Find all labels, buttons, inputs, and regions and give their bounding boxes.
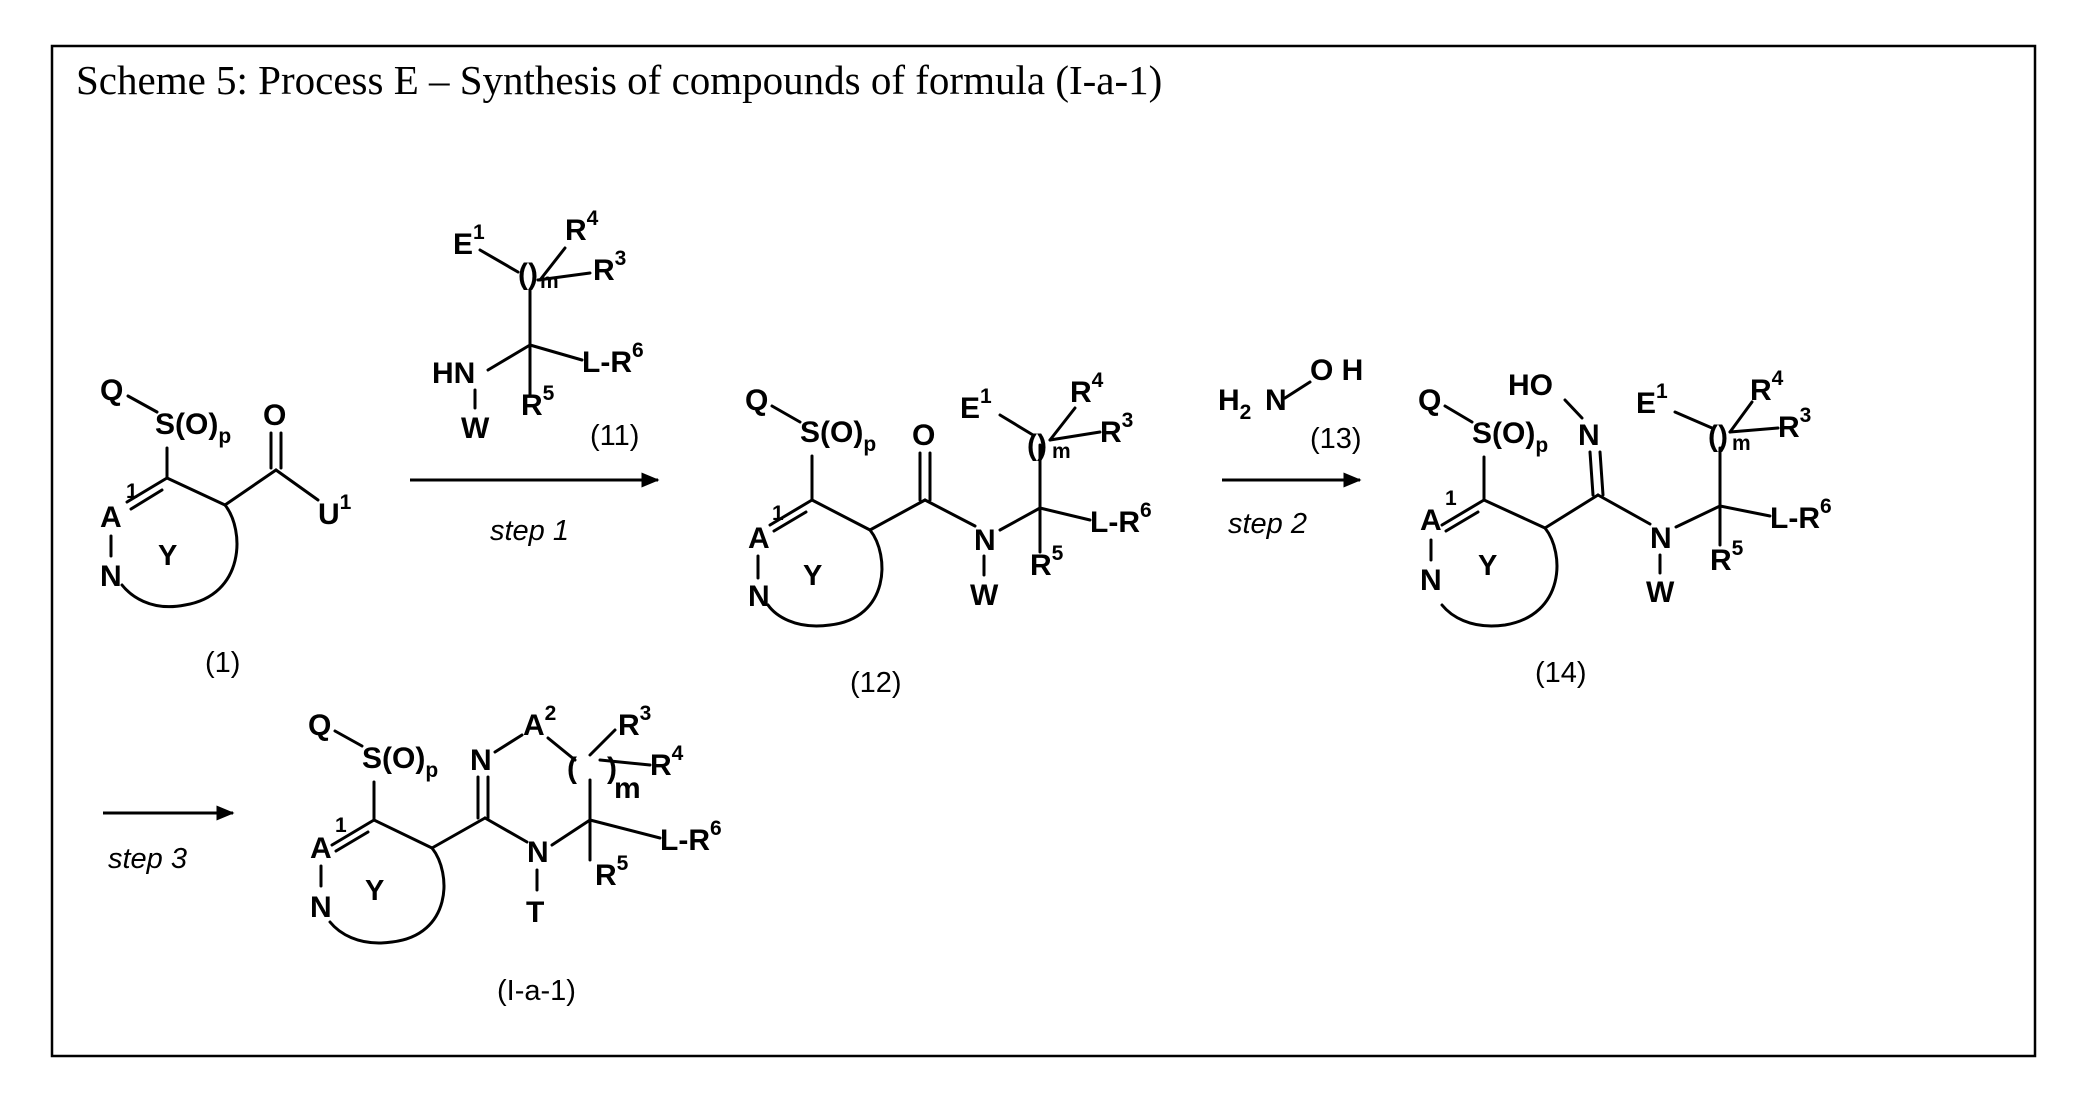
atom-u: U1 [318, 491, 352, 531]
svg-text:1: 1 [126, 480, 138, 503]
svg-text:Q: Q [1418, 384, 1441, 417]
compound-11-structure: E1 R4 R3 ( ) m HN L-R6 R5 W [432, 207, 644, 445]
svg-text:A: A [310, 832, 332, 865]
svg-text:N: N [527, 836, 549, 869]
svg-text:W: W [1646, 576, 1675, 609]
svg-text:N: N [1420, 564, 1442, 597]
svg-text:A2: A2 [523, 702, 556, 742]
atom-sulfonyl: S(O)p [155, 408, 231, 448]
svg-text:Y: Y [1478, 550, 1497, 582]
svg-text:S(O)p: S(O)p [1472, 417, 1548, 457]
svg-text:L-R6: L-R6 [582, 339, 644, 379]
svg-text:N: N [1578, 419, 1600, 452]
svg-text:L-R6: L-R6 [660, 817, 722, 857]
svg-text:R3: R3 [1778, 404, 1811, 444]
compound-13-structure: H2 N O H [1218, 354, 1363, 424]
step-3-label: step 3 [108, 843, 187, 875]
svg-text:m: m [614, 772, 641, 805]
svg-text:N: N [748, 580, 770, 613]
svg-text:1: 1 [772, 502, 784, 525]
svg-text:S(O)p: S(O)p [362, 742, 438, 782]
svg-text:): ) [528, 258, 538, 291]
compound-label-12: (12) [850, 667, 902, 699]
svg-text:Q: Q [745, 384, 768, 417]
svg-text:(: ( [567, 752, 577, 785]
atom-o: O [263, 399, 286, 432]
svg-text:R4: R4 [565, 207, 599, 247]
svg-text:R3: R3 [593, 247, 626, 287]
compound-14-structure: Q S(O)p A 1 N Y HO N N W L-R6 R5 ( ) m E… [1418, 367, 1832, 626]
svg-text:m: m [1052, 440, 1071, 463]
compound-label-14: (14) [1535, 657, 1587, 689]
svg-text:L-R6: L-R6 [1770, 495, 1832, 535]
svg-text:R3: R3 [1100, 409, 1133, 449]
svg-text:A: A [748, 522, 770, 555]
ring-y: Y [158, 540, 177, 572]
svg-text:Y: Y [803, 560, 822, 592]
compound-label-i-a-1: (I-a-1) [497, 975, 576, 1007]
svg-text:R5: R5 [1710, 537, 1744, 577]
svg-text:E1: E1 [1636, 380, 1668, 420]
atom-a: A [100, 501, 122, 534]
svg-text:m: m [540, 270, 559, 293]
svg-text:R4: R4 [1750, 367, 1784, 407]
svg-text:HN: HN [432, 357, 475, 390]
svg-text:N: N [974, 524, 996, 557]
svg-text:Y: Y [365, 875, 384, 907]
compound-label-11: (11) [590, 420, 639, 452]
svg-text:N: N [1650, 522, 1672, 555]
svg-text:E1: E1 [960, 385, 992, 425]
svg-text:): ) [1718, 420, 1728, 453]
scheme-title: Scheme 5: Process E – Synthesis of compo… [76, 57, 1162, 103]
step-2-label: step 2 [1228, 508, 1307, 540]
compound-label-1: (1) [205, 647, 240, 679]
compound-label-13: (13) [1310, 423, 1362, 455]
svg-text:R5: R5 [595, 852, 629, 892]
compound-1-structure: Q S(O)p O U1 A 1 N Y [100, 374, 352, 607]
svg-text:m: m [1732, 432, 1751, 455]
svg-text:W: W [461, 412, 490, 445]
svg-text:HO: HO [1508, 369, 1553, 402]
svg-text:T: T [526, 896, 544, 929]
svg-text:R5: R5 [1030, 542, 1064, 582]
svg-text:R5: R5 [521, 382, 555, 422]
svg-text:Q: Q [308, 709, 331, 742]
svg-text:S(O)p: S(O)p [800, 416, 876, 456]
svg-text:A: A [1420, 504, 1442, 537]
svg-text:W: W [970, 579, 999, 612]
svg-text:1: 1 [335, 814, 347, 837]
svg-text:N: N [470, 744, 492, 777]
step-1-label: step 1 [490, 515, 569, 547]
svg-text:R4: R4 [1070, 369, 1104, 409]
svg-text:(: ( [518, 258, 528, 291]
svg-text:R3: R3 [618, 702, 651, 742]
atom-q: Q [100, 374, 123, 407]
svg-text:N: N [1265, 384, 1287, 417]
svg-text:R4: R4 [650, 742, 684, 782]
svg-text:N: N [310, 891, 332, 924]
svg-text:1: 1 [1445, 487, 1457, 510]
compound-12-structure: Q S(O)p A 1 N Y O N W L-R6 R5 ( ) m E1 R… [745, 369, 1152, 626]
svg-text:): ) [1037, 429, 1047, 462]
svg-text:O H: O H [1310, 354, 1363, 387]
svg-text:L-R6: L-R6 [1090, 499, 1152, 539]
svg-text:E1: E1 [453, 221, 485, 261]
svg-text:(: ( [1708, 420, 1718, 453]
atom-n: N [100, 560, 122, 593]
svg-text:H2: H2 [1218, 384, 1251, 424]
compound-i-a-1-structure: Q S(O)p A 1 N Y N A2 ( ) R3 R4 m L-R6 R5… [308, 702, 722, 943]
svg-text:O: O [912, 419, 935, 452]
